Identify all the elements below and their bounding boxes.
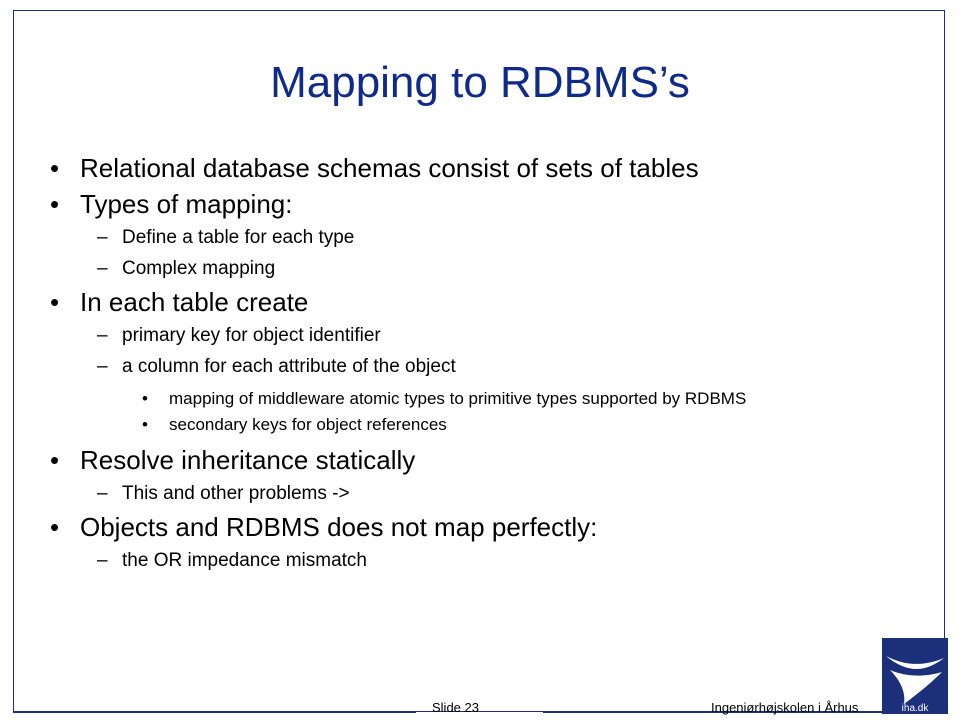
bullet-level1: • Resolve inheritance statically	[44, 442, 904, 478]
dash-icon: –	[97, 550, 108, 571]
dash-icon: –	[97, 227, 108, 248]
bullet-icon: •	[50, 445, 60, 475]
slide-content: • Relational database schemas consist of …	[44, 150, 904, 576]
slide-frame	[13, 10, 945, 712]
bullet-level2: –a column for each attribute of the obje…	[44, 351, 904, 382]
bullet-level2: –primary key for object identifier	[44, 320, 904, 351]
bullet-level1: • In each table create	[44, 284, 904, 320]
bullet-text: Complex mapping	[122, 258, 276, 279]
bullet-level1: • Objects and RDBMS does not map perfectl…	[44, 509, 904, 545]
bullet-level1: • Relational database schemas consist of …	[44, 150, 904, 186]
bullet-text: In each table create	[80, 287, 309, 317]
footer-divider-right	[543, 711, 885, 713]
bullet-level2: –Complex mapping	[44, 253, 904, 284]
bullet-level3: • secondary keys for object references	[44, 416, 904, 434]
bullet-level2: –the OR impedance mismatch	[44, 545, 904, 576]
logo-swoosh-top	[886, 656, 944, 669]
iha-logo-icon: iha.dk	[882, 638, 948, 714]
bullet-text: the OR impedance mismatch	[122, 550, 367, 571]
dash-icon: –	[97, 483, 108, 504]
bullet-text: Types of mapping:	[80, 189, 293, 219]
slide-number: Slide 23	[432, 700, 479, 715]
bullet-icon: •	[50, 189, 60, 219]
school-name: Ingeniørhøjskolen i Århus	[711, 700, 859, 715]
logo-swoosh-bottom	[890, 670, 942, 704]
bullet-text: Relational database schemas consist of s…	[80, 153, 699, 183]
bullet-text: primary key for object identifier	[122, 325, 381, 346]
bullet-icon: •	[142, 389, 148, 408]
slide-title: Mapping to RDBMS’s	[270, 58, 690, 107]
logo-text: iha.dk	[902, 703, 930, 714]
bullet-icon: •	[50, 287, 60, 317]
dash-icon: –	[97, 258, 108, 279]
dash-icon: –	[97, 325, 108, 346]
bullet-text: This and other problems ->	[122, 483, 350, 504]
bullet-text: a column for each attribute of the objec…	[122, 356, 456, 377]
footer-divider-left	[13, 711, 416, 713]
bullet-text: Define a table for each type	[122, 227, 355, 248]
bullet-text: mapping of middleware atomic types to pr…	[169, 389, 747, 408]
bullet-level1: • Types of mapping:	[44, 186, 904, 222]
bullet-icon: •	[50, 512, 60, 542]
bullet-icon: •	[50, 153, 60, 183]
bullet-text: secondary keys for object references	[169, 415, 447, 434]
bullet-icon: •	[142, 415, 148, 434]
bullet-text: Objects and RDBMS does not map perfectly…	[80, 512, 598, 542]
bullet-text: Resolve inheritance statically	[80, 445, 416, 475]
bullet-level2: –This and other problems ->	[44, 478, 904, 509]
bullet-level3: • mapping of middleware atomic types to p…	[44, 390, 904, 408]
bullet-level2: –Define a table for each type	[44, 222, 904, 253]
dash-icon: –	[97, 356, 108, 377]
